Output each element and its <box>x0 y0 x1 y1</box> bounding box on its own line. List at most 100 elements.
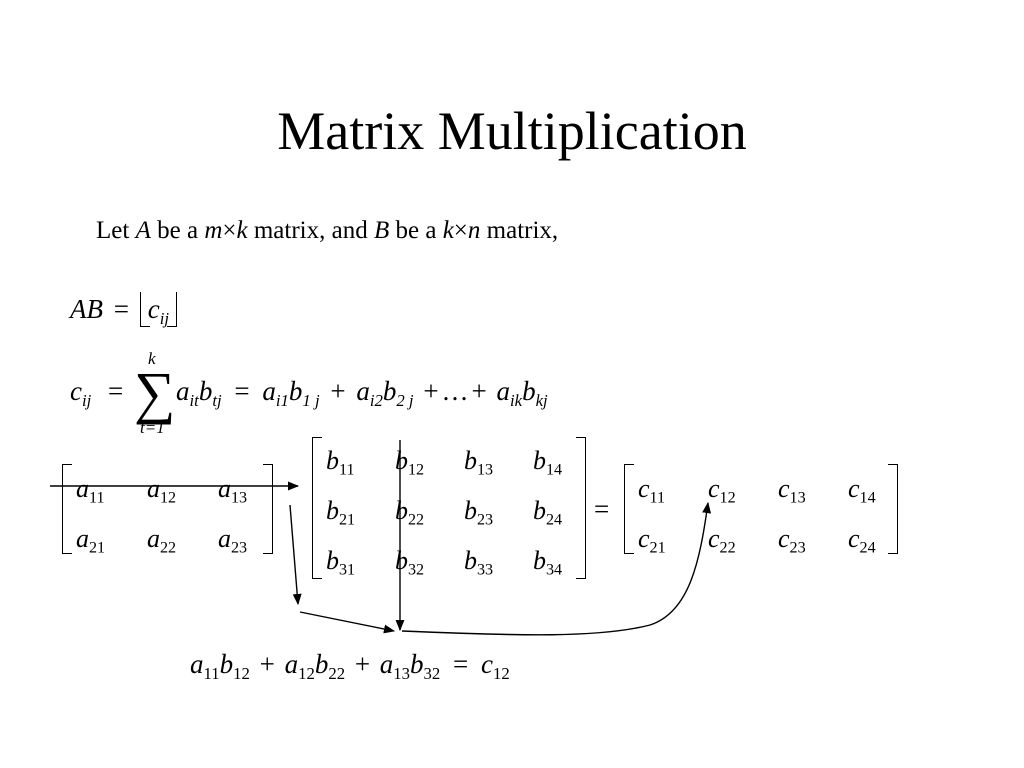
matrix-b-cell-index: 14 <box>546 461 563 479</box>
matrix-b-cell-index: 32 <box>408 561 425 579</box>
matrix-b-cell-var: b <box>533 496 546 525</box>
intro-matrix-and: matrix, and <box>253 217 368 244</box>
sum-upper-limit: k <box>148 349 156 368</box>
sum-c-sub: ij <box>81 390 92 410</box>
matrix-a-cell-index: 23 <box>231 539 248 557</box>
matrix-c-cell-index: 11 <box>649 489 666 507</box>
matrix-a-cell: a22 <box>147 524 176 557</box>
matrix-b-cell: b32 <box>395 546 424 579</box>
matrix-b-cell: b33 <box>464 546 493 579</box>
matrix-a-cell: a23 <box>218 524 247 557</box>
floor-left <box>139 292 150 327</box>
matrix-b-cell-index: 13 <box>477 461 494 479</box>
matrix-c-cell: c21 <box>638 524 666 557</box>
matrix-c-cell: c24 <box>848 524 876 557</box>
matrix-b-cell-var: b <box>395 496 408 525</box>
matrix-b-cell-var: b <box>464 446 477 475</box>
matrix-b-cell-index: 24 <box>546 511 563 529</box>
sigma-icon: ∑ <box>134 360 176 425</box>
matrix-c-cell-var: c <box>778 474 790 503</box>
matrix-b-cell-index: 12 <box>408 461 425 479</box>
matrix-a-cell: a21 <box>76 524 105 557</box>
matrix-c-cell-var: c <box>848 524 860 553</box>
matrix-b-cell: b14 <box>533 446 562 479</box>
matrix-c-left-bracket <box>624 464 634 554</box>
matrix-b-cell-index: 23 <box>477 511 494 529</box>
matrix-c-cell-index: 22 <box>719 539 736 557</box>
matrix-a-cell-var: a <box>147 474 160 503</box>
intro-var-k2: k <box>442 217 454 244</box>
intro-var-k: k <box>236 217 248 244</box>
product-cij-group: cij <box>139 292 178 327</box>
matrix-b-cell: b31 <box>326 546 355 579</box>
matrix-c-cell: c23 <box>778 524 806 557</box>
matrix-c-cell-index: 24 <box>859 539 876 557</box>
intro-var-a: A <box>135 217 151 244</box>
matrix-c-cell: c11 <box>638 474 665 507</box>
matrix-c-cell-var: c <box>638 474 650 503</box>
matrix-c-cell-var: c <box>848 474 860 503</box>
intro-var-b: B <box>373 217 390 244</box>
matrix-a-cell-var: a <box>147 524 160 553</box>
matrix-a-cell-index: 21 <box>89 539 106 557</box>
result-equation: a11b12 + a12b22 + a13b32 = c12 <box>190 649 510 683</box>
intro-sentence: Let A be a m×k matrix, and B be a k×n ma… <box>96 218 558 243</box>
matrix-a-cell-var: a <box>218 474 231 503</box>
matrix-b-cell: b12 <box>395 448 424 479</box>
intro-be-a-2: be a <box>395 217 437 244</box>
result-arrow <box>401 501 712 636</box>
matrix-c-cell-index: 14 <box>859 489 876 507</box>
intro-times: × <box>222 217 237 244</box>
matrix-c-right-bracket <box>888 464 898 554</box>
matrix-b-cell-var: b <box>326 496 339 525</box>
matrix-a-cell-var: a <box>218 524 231 553</box>
matrix-b-cell-index: 11 <box>339 461 355 479</box>
matrix-c-cell: c13 <box>778 474 806 507</box>
matrix-a-cell-index: 12 <box>160 489 177 507</box>
matrix-a-cell-index: 13 <box>231 489 248 507</box>
intro-var-m: m <box>204 217 223 244</box>
matrix-b-cell-var: b <box>326 546 339 575</box>
matrix-b-cell-var: b <box>464 496 477 525</box>
matrix-b-cell: b11 <box>326 448 355 479</box>
matrix-b-cell-var: b <box>464 546 477 575</box>
sum-lhs: cij = <box>70 378 123 409</box>
matrix-a-cell-index: 22 <box>160 539 177 557</box>
matrix-a-cell-var: a <box>76 524 89 553</box>
matrix-b-cell-var: b <box>533 546 546 575</box>
matrix-c-cell: c14 <box>848 474 876 507</box>
intro-let: Let <box>96 217 130 244</box>
matrix-a-cell: a12 <box>147 474 176 507</box>
intro-var-n: n <box>467 217 481 244</box>
intro-times-2: × <box>453 217 468 244</box>
matrix-a-cell-var: a <box>76 474 89 503</box>
matrix-b-cell-index: 34 <box>546 561 563 579</box>
matrix-b-right-bracket <box>576 437 586 579</box>
matrix-a-left-bracket <box>62 464 72 554</box>
matrix-b-cell-var: b <box>533 446 546 475</box>
matrix-c-cell-var: c <box>708 524 720 553</box>
matrix-c-cell-var: c <box>638 524 650 553</box>
matrix-a-right-bracket <box>263 464 273 554</box>
sum-rhs: aitbtj = ai1b1 j + ai2b2 j +…+ aikbkj <box>176 376 548 410</box>
matrix-c-cell-var: c <box>778 524 790 553</box>
matrix-c-cell: c12 <box>708 474 736 507</box>
matrix-b-cell: b22 <box>395 496 424 529</box>
matrix-b-left-bracket <box>312 437 322 579</box>
product-equals: = <box>113 294 129 324</box>
product-c-sub: ij <box>159 308 170 328</box>
matrix-c-cell-index: 23 <box>789 539 806 557</box>
matrix-b-cell-var: b <box>395 546 408 575</box>
matrix-a-cell: a11 <box>76 474 105 507</box>
matrix-c-cell-index: 21 <box>649 539 666 557</box>
matrix-b-cell-index: 31 <box>339 561 356 579</box>
matrix-b-cell-index: 22 <box>408 511 425 529</box>
join-arrow <box>299 611 396 634</box>
matrix-c-cell-var: c <box>708 474 720 503</box>
down-arrow <box>289 504 302 606</box>
floor-right <box>167 292 178 327</box>
matrix-b-cell: b23 <box>464 496 493 529</box>
matrix-b-cell: b13 <box>464 446 493 479</box>
matrix-c-cell-index: 13 <box>789 489 806 507</box>
